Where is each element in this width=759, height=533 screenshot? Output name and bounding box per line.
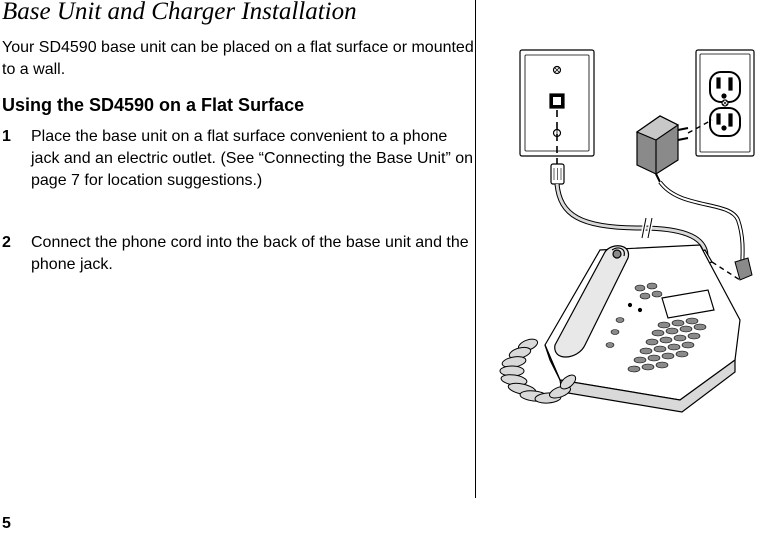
page-number: 5 [2,515,11,532]
telephone-base-unit [544,244,741,413]
step-number: 2 [2,234,11,251]
coiled-cord [499,338,577,404]
phone-plug [550,163,565,185]
installation-illustration [499,49,755,413]
column-divider [475,0,476,498]
step-text: Connect the phone cord into the back of … [31,234,469,273]
step-text: Place the base unit on a flat surface co… [31,128,474,189]
ac-adapter [635,115,689,183]
power-plug [734,257,753,281]
intro-paragraph: Your SD4590 base unit can be placed on a… [2,39,474,78]
phone-jack-wallplate [519,49,595,157]
step-number: 1 [2,128,11,145]
cord-guide-line [711,261,741,281]
page-title: Base Unit and Charger Installation [2,0,357,25]
section-heading: Using the SD4590 on a Flat Surface [2,95,305,115]
electrical-outlet [695,49,755,157]
adapter-guide-line [687,119,713,134]
